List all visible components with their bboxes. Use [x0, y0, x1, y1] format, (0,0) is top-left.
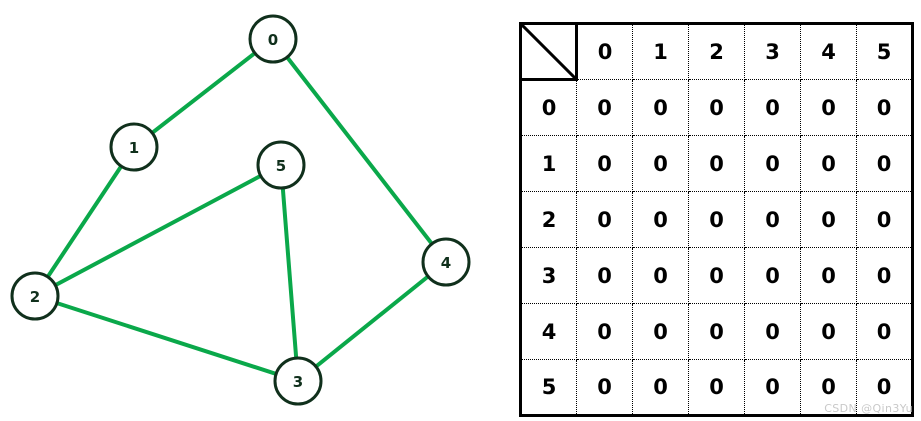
matrix-cell-2-2[interactable]: 0	[688, 191, 745, 248]
graph-edge-0-1	[132, 37, 275, 149]
matrix-cell-3-0[interactable]: 0	[576, 247, 633, 304]
graph-node-label-5: 5	[276, 157, 286, 175]
matrix-cell-0-3[interactable]: 0	[744, 79, 801, 136]
matrix-cell-5-5[interactable]: 0	[876, 375, 892, 399]
matrix-row-header-3: 3	[520, 247, 577, 304]
matrix-cell-0-4[interactable]: 0	[800, 79, 857, 136]
matrix-cell-5-0[interactable]: 0	[576, 359, 633, 416]
matrix-row-header-5: 5	[520, 359, 577, 416]
matrix-cell-4-5[interactable]: 0	[856, 303, 913, 360]
graph-node-circle-5	[256, 140, 306, 190]
graph-canvas: 0 1 2 3 4 5	[10, 14, 471, 406]
matrix-cell-4-2[interactable]: 0	[688, 303, 745, 360]
graph-node-circle-0	[248, 14, 298, 64]
graph-node-label-4: 4	[441, 254, 451, 272]
matrix-cell-5-2[interactable]: 0	[688, 359, 745, 416]
graph-node-0[interactable]: 0	[248, 14, 298, 64]
matrix-cell-2-5[interactable]: 0	[856, 191, 913, 248]
graph-edges-group	[33, 37, 448, 383]
graph-panel: 0 1 2 3 4 5	[10, 14, 471, 406]
graph-node-circle-1	[109, 122, 159, 172]
graph-nodes-group: 0 1 2 3 4 5	[10, 14, 471, 406]
graph-node-5[interactable]: 5	[256, 140, 306, 190]
matrix-row-header-2: 2	[520, 191, 577, 248]
matrix-cell-5-3[interactable]: 0	[744, 359, 801, 416]
graph-node-1[interactable]: 1	[109, 122, 159, 172]
graph-node-circle-2	[10, 271, 60, 321]
graph-node-4[interactable]: 4	[421, 237, 471, 287]
matrix-cell-0-0[interactable]: 0	[576, 79, 633, 136]
matrix-cell-3-3[interactable]: 0	[744, 247, 801, 304]
matrix-cell-1-4[interactable]: 0	[800, 135, 857, 192]
matrix-col-header-4: 4	[800, 23, 857, 80]
graph-node-label-0: 0	[268, 31, 278, 49]
graph-node-3[interactable]: 3	[273, 356, 323, 406]
matrix-col-header-3: 3	[744, 23, 801, 80]
matrix-cell-4-1[interactable]: 0	[632, 303, 689, 360]
matrix-cell-4-4[interactable]: 0	[800, 303, 857, 360]
matrix-cell-2-4[interactable]: 0	[800, 191, 857, 248]
matrix-cell-1-3[interactable]: 0	[744, 135, 801, 192]
graph-node-label-3: 3	[293, 373, 303, 391]
matrix-cell-0-1[interactable]: 0	[632, 79, 689, 136]
matrix-col-header-0: 0	[576, 23, 633, 80]
matrix-row-header-1: 1	[520, 135, 577, 192]
graph-edge-5-3	[279, 163, 300, 383]
matrix-row-header-0: 0	[520, 79, 577, 136]
matrix-cell-0-2[interactable]: 0	[688, 79, 745, 136]
graph-edge-1-2	[33, 145, 136, 298]
graph-node-2[interactable]: 2	[10, 271, 60, 321]
graph-node-label-1: 1	[129, 139, 139, 157]
matrix-cell-1-5[interactable]: 0	[856, 135, 913, 192]
matrix-col-header-2: 2	[688, 23, 745, 80]
graph-edge-2-5	[33, 163, 283, 298]
graph-node-label-2: 2	[30, 288, 40, 306]
matrix-cell-1-1[interactable]: 0	[632, 135, 689, 192]
matrix-cell-2-0[interactable]: 0	[576, 191, 633, 248]
matrix-cell-4-3[interactable]: 0	[744, 303, 801, 360]
matrix-cell-3-1[interactable]: 0	[632, 247, 689, 304]
matrix-cell-3-5[interactable]: 0	[856, 247, 913, 304]
matrix-cell-4-0[interactable]: 0	[576, 303, 633, 360]
graph-edge-2-3	[33, 294, 300, 383]
matrix-col-header-5: 5	[856, 23, 913, 80]
matrix-cell-3-4[interactable]: 0	[800, 247, 857, 304]
matrix-cell-1-0[interactable]: 0	[576, 135, 633, 192]
matrix-col-header-1: 1	[632, 23, 689, 80]
matrix-row-header-4: 4	[520, 303, 577, 360]
graph-node-circle-4	[421, 237, 471, 287]
matrix-cell-3-2[interactable]: 0	[688, 247, 745, 304]
matrix-cell-2-1[interactable]: 0	[632, 191, 689, 248]
matrix-cell-5-1[interactable]: 0	[632, 359, 689, 416]
graph-edge-0-4	[271, 37, 448, 264]
matrix-cell-5-4[interactable]: 0	[800, 359, 857, 416]
matrix-cell-1-2[interactable]: 0	[688, 135, 745, 192]
diagonal-slash-icon	[522, 25, 575, 78]
graph-edge-3-4	[296, 260, 448, 383]
matrix-cell-0-5[interactable]: 0	[856, 79, 913, 136]
graph-node-circle-3	[273, 356, 323, 406]
matrix-cell-2-3[interactable]: 0	[744, 191, 801, 248]
matrix-corner-diagonal-cell	[520, 23, 578, 81]
